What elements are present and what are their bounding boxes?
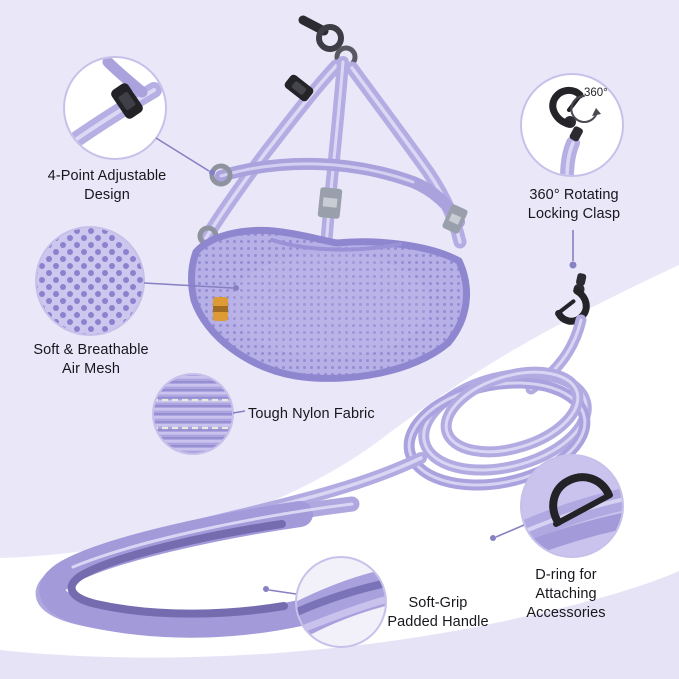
label-air-mesh: Soft & Breathable Air Mesh	[33, 342, 149, 378]
strap-buckle	[284, 74, 314, 102]
harness-photo	[188, 15, 471, 382]
nylon-fabric-detail-photo	[152, 373, 234, 455]
leash-handle	[35, 496, 364, 638]
badge-360-degrees: 360°	[584, 87, 608, 99]
label-adjustable-design: 4-Point Adjustable Design	[47, 168, 167, 204]
metal-slider	[317, 187, 343, 219]
callout-circles	[35, 56, 624, 648]
air-mesh-detail-photo	[35, 226, 145, 336]
leash-photo	[35, 273, 592, 638]
adjuster-detail-photo	[63, 56, 167, 160]
rotation-arrow-icon	[570, 95, 598, 123]
label-padded-handle: Soft-Grip Padded Handle	[387, 595, 489, 631]
leader-lines	[143, 137, 577, 595]
label-nylon-fabric: Tough Nylon Fabric	[248, 406, 375, 422]
label-rotating-clasp: 360° Rotating Locking Clasp	[527, 187, 621, 223]
leash-attachment-ring	[316, 24, 344, 52]
rotating-clasp-detail-photo	[520, 73, 624, 177]
label-d-ring: D-ring for Attaching Accessories	[526, 567, 606, 622]
d-ring-icon	[549, 473, 612, 526]
padded-handle-detail-photo	[295, 556, 387, 648]
harness-mesh-body	[188, 226, 471, 382]
brand-tag	[213, 297, 228, 321]
